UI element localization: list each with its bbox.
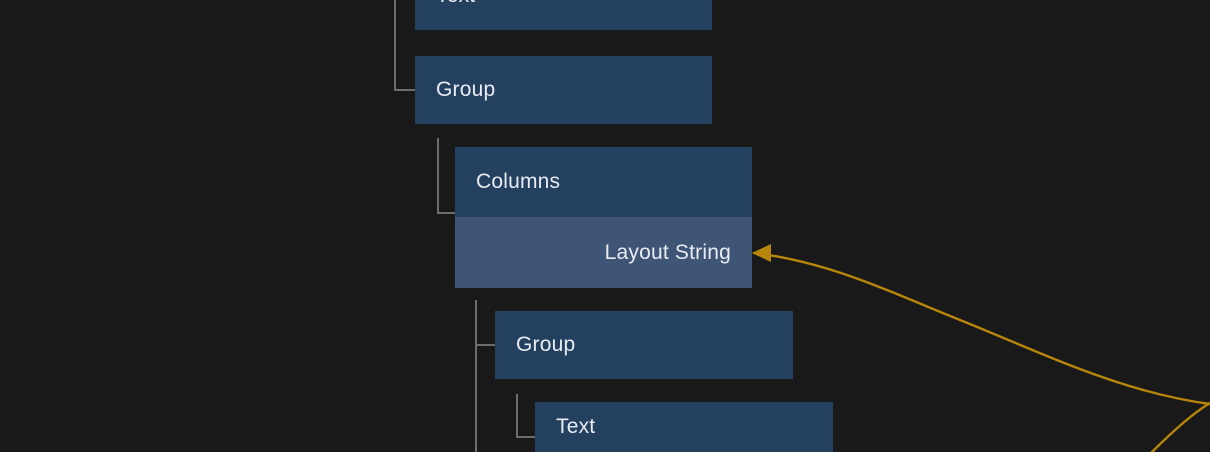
tree-node-columns[interactable]: Columns xyxy=(455,147,752,217)
tree-connector-elbow-to-text-bottom xyxy=(516,436,535,438)
tree-node-label: Layout String xyxy=(604,240,731,264)
tree-node-layout-string[interactable]: Layout String xyxy=(455,217,752,288)
tree-node-label: Text xyxy=(556,415,596,438)
tree-node-text-bottom[interactable]: Text xyxy=(535,402,833,452)
tree-connector-trunk-text-bottom xyxy=(516,394,518,438)
tree-node-group-upper[interactable]: Group xyxy=(415,56,712,124)
tree-connector-tee-to-group-lower xyxy=(475,344,495,346)
tree-node-label: Group xyxy=(516,333,576,356)
tree-node-label: Text xyxy=(436,0,475,8)
tree-connector-trunk-columns xyxy=(437,138,439,214)
tree-connector-trunk-upper xyxy=(394,0,396,91)
tree-connector-trunk-lower xyxy=(475,300,477,452)
tree-connector-elbow-to-columns xyxy=(437,212,455,214)
tree-node-text-top[interactable]: Text xyxy=(415,0,712,30)
tree-connector-elbow-to-group-upper xyxy=(394,89,415,91)
tree-node-label: Columns xyxy=(476,170,561,193)
connection-curve-link-to-layout-string xyxy=(752,251,1210,406)
connection-curve-link-bottom-right xyxy=(1150,401,1210,452)
connection-arrowhead-link-to-layout-string xyxy=(752,244,771,262)
tree-node-group-lower[interactable]: Group xyxy=(495,311,793,379)
tree-node-label: Group xyxy=(436,78,496,101)
